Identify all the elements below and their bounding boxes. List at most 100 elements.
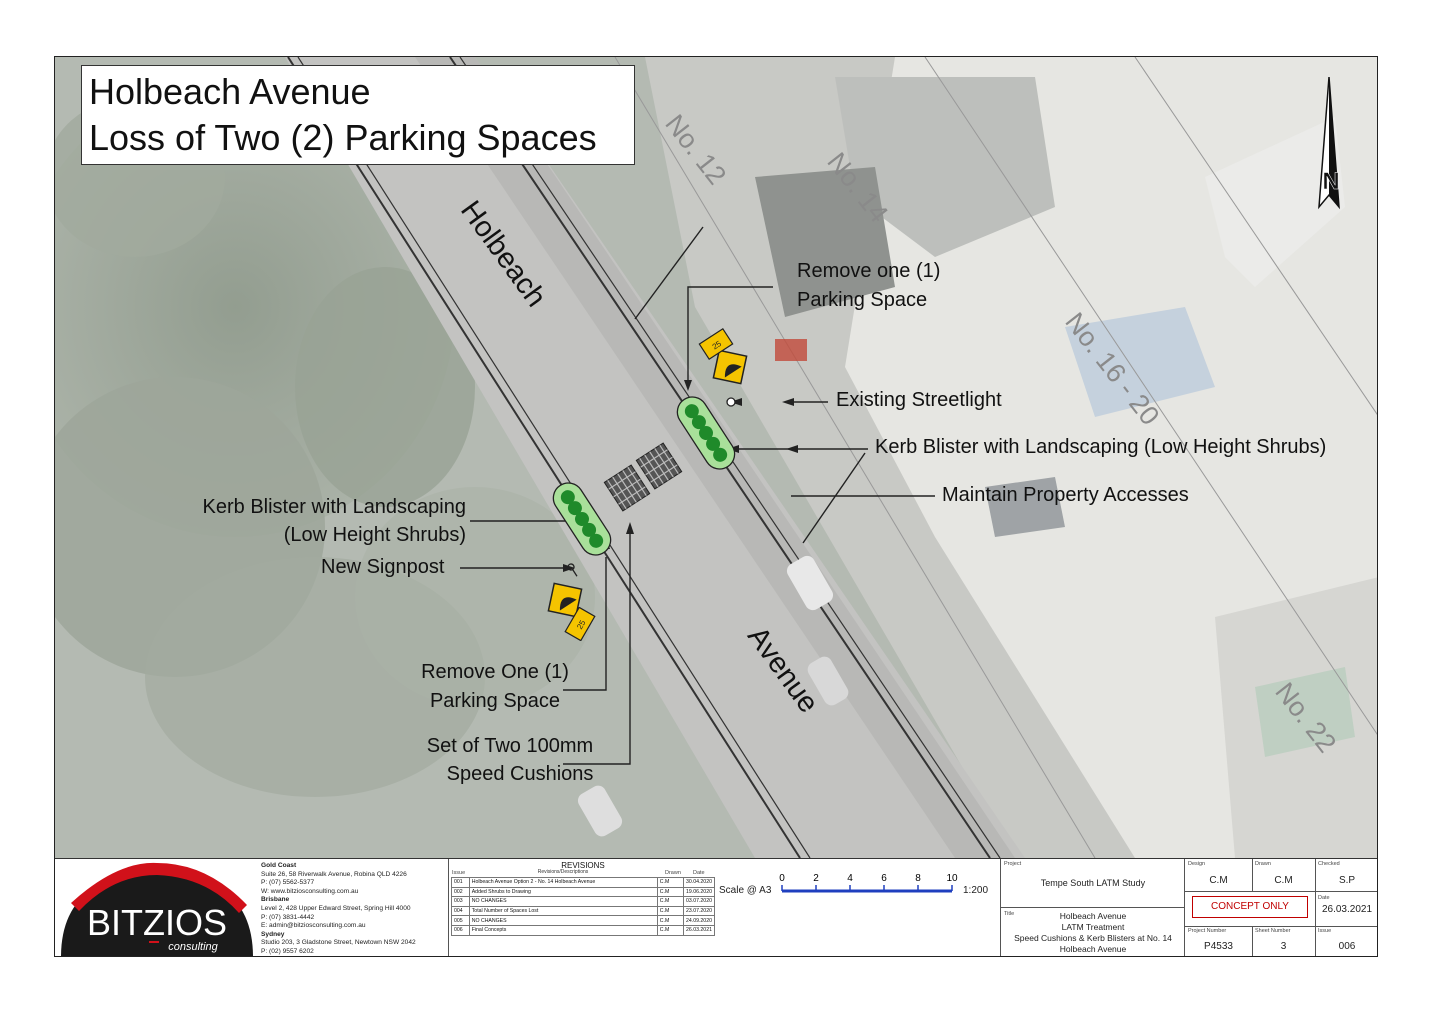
revision-issue: 001 bbox=[451, 877, 470, 888]
label-new-signpost: New Signpost bbox=[321, 556, 445, 578]
project-number-value: P4533 bbox=[1204, 941, 1233, 952]
label-kerb-blister-left-1: Kerb Blister with Landscaping bbox=[202, 496, 466, 518]
concept-only-stamp bbox=[1192, 896, 1308, 918]
revision-desc: NO CHANGES bbox=[468, 896, 658, 907]
project-label: Project bbox=[1004, 861, 1022, 867]
revision-drawn: C.M bbox=[656, 896, 685, 907]
drawing-frame: 25 25 No. 12 No. 14 No. 16 - 20 No. 22 H… bbox=[54, 56, 1378, 957]
revision-drawn: C.M bbox=[656, 915, 685, 926]
title-line-a: Holbeach Avenue bbox=[1059, 911, 1127, 921]
checked-label: Checked bbox=[1318, 861, 1340, 867]
label-existing-streetlight: Existing Streetlight bbox=[836, 389, 1002, 411]
label-kerb-blister-right: Kerb Blister with Landscaping (Low Heigh… bbox=[875, 436, 1327, 458]
addr-gold-coast: Suite 26, 58 Riverwalk Avenue, Robina QL… bbox=[261, 870, 407, 878]
project-name: Tempe South LATM Study bbox=[1040, 878, 1146, 888]
label-remove-one-top-2: Parking Space bbox=[797, 289, 928, 311]
company-addresses: Gold Coast Suite 26, 58 Riverwalk Avenue… bbox=[261, 862, 449, 956]
scale-label: Scale @ A3 bbox=[719, 885, 772, 896]
revision-issue: 003 bbox=[451, 896, 470, 907]
label-remove-one-top-1: Remove one (1) bbox=[797, 260, 941, 282]
title-label: Title bbox=[1004, 911, 1015, 917]
sheet-number-value: 3 bbox=[1280, 941, 1287, 952]
scale-cell bbox=[715, 859, 1001, 956]
speed-plate-icon: 25 bbox=[698, 327, 734, 361]
scale-tick-label: 0 bbox=[779, 873, 785, 884]
rev-col-issue: Issue bbox=[452, 870, 466, 876]
revision-date: 19.06.2020 bbox=[683, 886, 715, 898]
label-speed-cushions-1: Set of Two 100mm bbox=[426, 735, 594, 757]
label-speed-cushions-2: Speed Cushions bbox=[446, 763, 594, 785]
addr-gold-coast-head: Gold Coast bbox=[261, 862, 297, 869]
logo-name: BITZIOS bbox=[87, 902, 227, 943]
title-line-c: Speed Cushions & Kerb Blisters at No. 14 bbox=[1014, 933, 1172, 943]
project-number-label: Project Number bbox=[1188, 928, 1227, 934]
revision-issue: 002 bbox=[451, 886, 470, 898]
checked-value: S.P bbox=[1338, 875, 1356, 886]
issue-value: 006 bbox=[1338, 941, 1356, 952]
aerial-background bbox=[55, 57, 1377, 858]
revisions-heading: REVISIONS bbox=[561, 861, 605, 870]
addr-sydney: Studio 203, 3 Gladstone Street, Newtown … bbox=[261, 939, 416, 947]
label-kerb-blister-left-2: (Low Height Shrubs) bbox=[283, 524, 466, 546]
warning-sign-icon bbox=[547, 582, 583, 618]
rev-col-drawn: Drawn bbox=[665, 870, 681, 876]
drawing-title: Holbeach Avenue Loss of Two (2) Parking … bbox=[81, 65, 635, 165]
date-label: Date bbox=[1318, 895, 1330, 901]
revision-drawn: C.M bbox=[656, 886, 685, 898]
label-remove-one-bottom-2: Parking Space bbox=[429, 690, 561, 712]
revision-desc: Added Shrubs to Drawing bbox=[468, 886, 658, 898]
drawing-title-block: Holbeach Avenue LATM Treatment Speed Cus… bbox=[1001, 911, 1185, 955]
title-block: BITZIOS consulting Gold Coast Suite 26, … bbox=[55, 858, 1377, 956]
revision-issue: 005 bbox=[451, 915, 470, 926]
addr-brisbane-head: Brisbane bbox=[261, 896, 290, 904]
design-value: C.M bbox=[1209, 875, 1228, 886]
concept-only-label: CONCEPT ONLY bbox=[1211, 901, 1289, 912]
revision-drawn: C.M bbox=[656, 905, 685, 917]
logo-sub: consulting bbox=[168, 941, 218, 953]
warning-sign-icon bbox=[712, 349, 748, 385]
title-line-b: LATM Treatment bbox=[1061, 922, 1125, 932]
revision-desc: Final Concepts bbox=[468, 924, 658, 936]
revision-drawn: C.M bbox=[656, 877, 685, 888]
drawn-label: Drawn bbox=[1255, 861, 1271, 867]
addr-brisbane: Level 2, 428 Upper Edward Street, Spring… bbox=[261, 904, 411, 912]
revision-issue: 004 bbox=[451, 905, 470, 917]
revision-date: 23.07.2020 bbox=[683, 905, 715, 917]
title-line-1: Holbeach Avenue bbox=[89, 71, 371, 112]
revision-issue: 006 bbox=[451, 924, 470, 936]
addr-gold-coast-phone: P: (07) 5562-5377 bbox=[261, 879, 315, 887]
revision-date: 30.04.2020 bbox=[683, 877, 715, 888]
title-line-d: Holbeach Avenue bbox=[1059, 944, 1127, 954]
addr-web: W: www.bitziosconsulting.com.au bbox=[261, 887, 359, 895]
speed-plate-icon: 25 bbox=[564, 607, 596, 641]
addr-email: E: admin@bitziosconsulting.com.au bbox=[261, 922, 366, 930]
scale-tick-label: 2 bbox=[813, 873, 819, 884]
title-line-2: Loss of Two (2) Parking Spaces bbox=[89, 117, 597, 158]
revision-date: 03.07.2020 bbox=[683, 896, 715, 907]
label-maintain-property-accesses: Maintain Property Accesses bbox=[942, 484, 1189, 506]
revision-desc: Total Number of Spaces Lost bbox=[468, 905, 658, 917]
issue-label: Issue bbox=[1318, 928, 1332, 934]
sheet-number-label: Sheet Number bbox=[1255, 928, 1291, 934]
label-remove-one-bottom-1: Remove One (1) bbox=[421, 661, 569, 683]
scale-tick-label: 6 bbox=[881, 873, 887, 884]
north-label: N bbox=[1322, 168, 1339, 195]
revision-desc: Holbeach Avenue Option 2 - No. 14 Holbea… bbox=[468, 877, 658, 888]
date-value: 26.03.2021 bbox=[1321, 904, 1373, 915]
rev-col-date: Date bbox=[693, 870, 705, 876]
scale-tick-label: 4 bbox=[847, 873, 853, 884]
revision-date: 24.09.2020 bbox=[683, 915, 715, 926]
drawn-value: C.M bbox=[1274, 875, 1293, 886]
revision-desc: NO CHANGES bbox=[468, 915, 658, 926]
revision-date: 26.03.2021 bbox=[683, 924, 715, 936]
aerial-map: 25 25 No. 12 No. 14 No. 16 - 20 No. 22 H… bbox=[55, 57, 1377, 858]
scale-ratio: 1:200 bbox=[963, 885, 989, 896]
north-arrow-icon: N bbox=[1318, 77, 1340, 210]
